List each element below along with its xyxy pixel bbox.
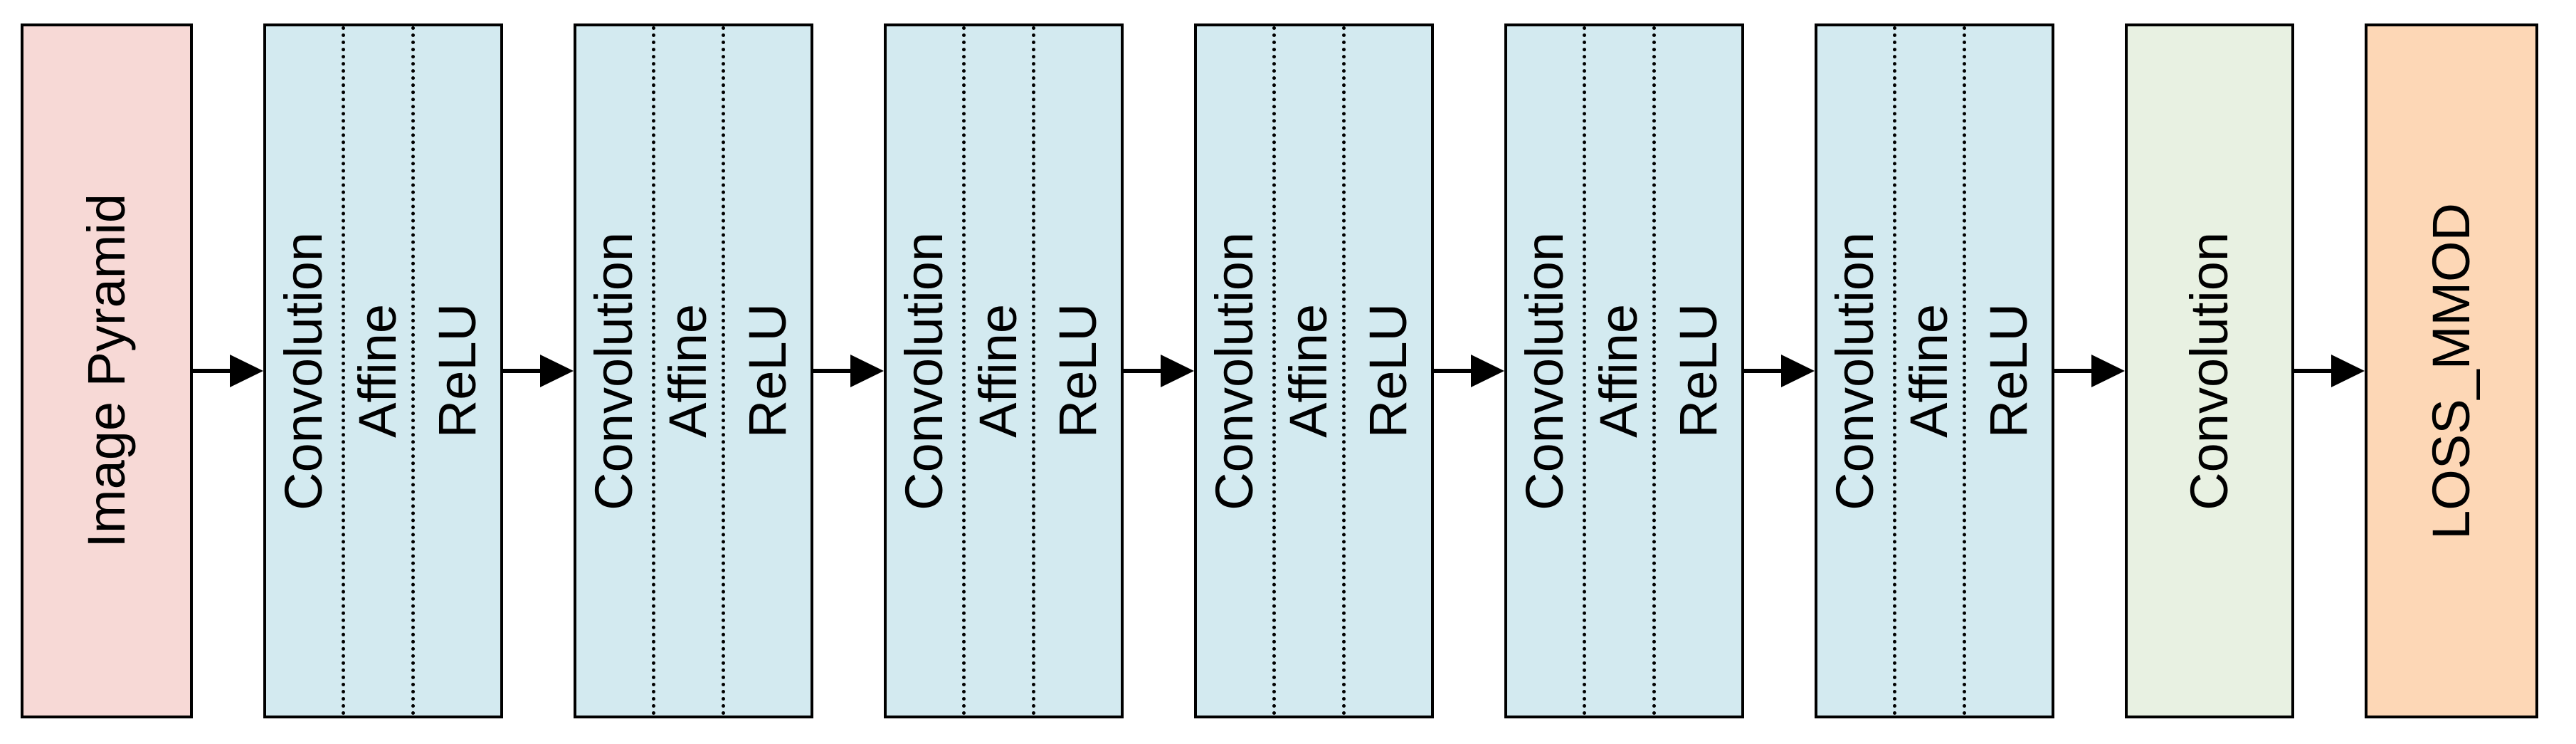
convolution-segment: Convolution	[1507, 26, 1587, 716]
diagram-row: Image Pyramid Convolution Affine ReLU	[21, 23, 2538, 718]
relu-segment: ReLU	[415, 26, 500, 716]
flow-arrow	[193, 23, 263, 718]
affine-segment: Affine	[1896, 26, 1966, 716]
relu-label: ReLU	[1978, 303, 2038, 439]
relu-label: ReLU	[1358, 303, 1418, 439]
affine-label: Affine	[1899, 304, 1959, 438]
flow-arrow	[2294, 23, 2365, 718]
flow-arrow	[503, 23, 574, 718]
arrow-right-icon	[2294, 355, 2365, 387]
conv-block-6: Convolution Affine ReLU	[1815, 23, 2054, 718]
affine-segment: Affine	[345, 26, 415, 716]
affine-segment: Affine	[1276, 26, 1346, 716]
arrow-right-icon	[1124, 355, 1194, 387]
convolution-label: Convolution	[274, 231, 333, 510]
relu-segment: ReLU	[1656, 26, 1741, 716]
flow-arrow	[1434, 23, 1504, 718]
flow-arrow	[1744, 23, 1815, 718]
arrow-right-icon	[193, 355, 263, 387]
convolution-segment: Convolution	[576, 26, 656, 716]
relu-label: ReLU	[1668, 303, 1728, 439]
image-pyramid-box: Image Pyramid	[21, 23, 193, 718]
conv-block-2: Convolution Affine ReLU	[574, 23, 813, 718]
relu-label: ReLU	[1047, 303, 1107, 439]
arrow-right-icon	[503, 355, 574, 387]
relu-segment: ReLU	[725, 26, 811, 716]
arrow-right-icon	[813, 355, 884, 387]
convolution-label: Convolution	[1825, 231, 1884, 510]
convolution-segment: Convolution	[887, 26, 966, 716]
loss-mmod-box: LOSS_MMOD	[2365, 23, 2538, 718]
relu-label: ReLU	[737, 303, 797, 439]
affine-label: Affine	[658, 304, 718, 438]
relu-segment: ReLU	[1966, 26, 2052, 716]
convolution-segment: Convolution	[1197, 26, 1277, 716]
conv-block-5: Convolution Affine ReLU	[1504, 23, 1744, 718]
relu-segment: ReLU	[1346, 26, 1431, 716]
convolution-label: Convolution	[894, 231, 954, 510]
convolution-label: Convolution	[1205, 231, 1264, 510]
convolution-segment: Convolution	[266, 26, 346, 716]
affine-label: Affine	[1589, 304, 1649, 438]
final-convolution-label: Convolution	[2180, 231, 2239, 510]
arrow-right-icon	[2054, 355, 2125, 387]
affine-label: Affine	[968, 304, 1028, 438]
affine-label: Affine	[1279, 304, 1339, 438]
affine-label: Affine	[348, 304, 408, 438]
relu-label: ReLU	[427, 303, 487, 439]
final-convolution-box: Convolution	[2125, 23, 2294, 718]
affine-segment: Affine	[655, 26, 725, 716]
convolution-segment: Convolution	[1817, 26, 1897, 716]
affine-segment: Affine	[966, 26, 1035, 716]
arrow-right-icon	[1744, 355, 1815, 387]
flow-arrow	[1124, 23, 1194, 718]
flow-arrow	[2054, 23, 2125, 718]
conv-block-1: Convolution Affine ReLU	[263, 23, 503, 718]
flow-arrow	[813, 23, 884, 718]
convolution-label: Convolution	[1515, 231, 1574, 510]
conv-block-3: Convolution Affine ReLU	[884, 23, 1124, 718]
image-pyramid-label: Image Pyramid	[77, 194, 136, 548]
arrow-right-icon	[1434, 355, 1504, 387]
relu-segment: ReLU	[1035, 26, 1121, 716]
affine-segment: Affine	[1586, 26, 1656, 716]
convolution-label: Convolution	[584, 231, 643, 510]
conv-block-4: Convolution Affine ReLU	[1194, 23, 1434, 718]
loss-mmod-label: LOSS_MMOD	[2422, 202, 2481, 540]
